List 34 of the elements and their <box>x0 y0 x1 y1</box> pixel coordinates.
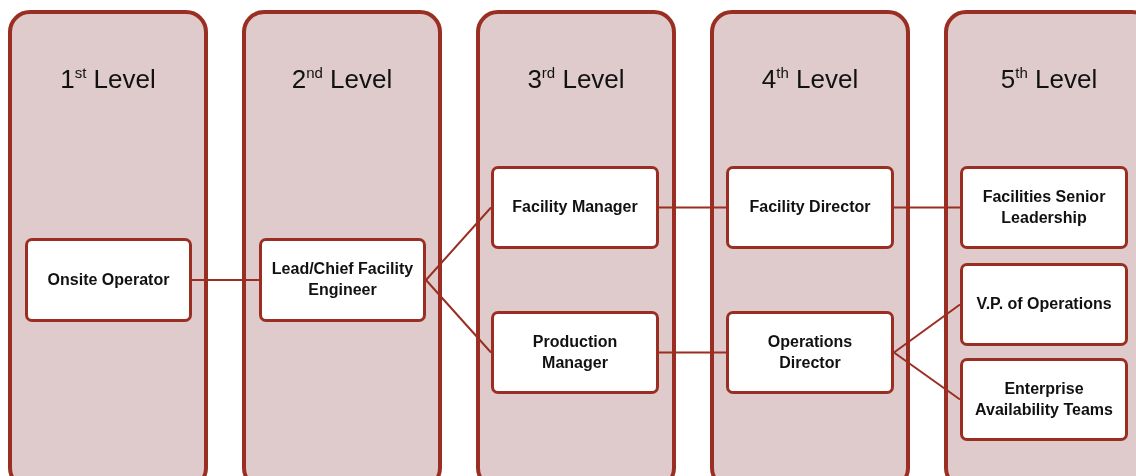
level-column <box>8 10 208 476</box>
level-heading: 5$^{th}$ Level <box>999 64 1099 95</box>
role-box <box>491 166 659 249</box>
level-column <box>710 10 910 476</box>
role-box <box>960 358 1128 441</box>
role-label: Production Manager <box>531 331 619 373</box>
level-column <box>476 10 676 476</box>
connector-line <box>425 206 492 281</box>
role-box <box>491 311 659 394</box>
role-label: Lead/Chief Facility Engineer <box>270 259 415 300</box>
role-label: V.P. of Operations <box>976 294 1112 315</box>
role-box <box>726 311 894 394</box>
connector-line <box>893 206 961 209</box>
role-label: Enterprise Availability Teams <box>974 378 1114 420</box>
level-heading: 4$^{th}$ Level <box>760 64 860 95</box>
role-box <box>25 238 192 322</box>
connector-line <box>191 279 260 281</box>
connector-line <box>658 351 727 354</box>
role-box <box>726 166 894 249</box>
role-label: Onsite Operator <box>47 269 170 290</box>
role-label: Facility Manager <box>512 197 638 218</box>
level-heading: 2$^{nd}$ Level <box>290 64 394 95</box>
connector-line <box>658 206 727 209</box>
level-heading: 3$^{rd}$ Level <box>526 64 626 95</box>
connector-line <box>425 279 492 354</box>
role-label: Facilities Senior Leadership <box>981 186 1107 228</box>
level-column <box>944 10 1136 476</box>
role-box <box>960 166 1128 249</box>
role-label: Facility Director <box>749 197 871 218</box>
role-label: Operations Director <box>766 331 854 373</box>
role-box <box>960 263 1128 346</box>
level-column <box>242 10 442 476</box>
role-box <box>259 238 426 322</box>
level-heading: 1$^{st}$ Level <box>59 64 157 95</box>
